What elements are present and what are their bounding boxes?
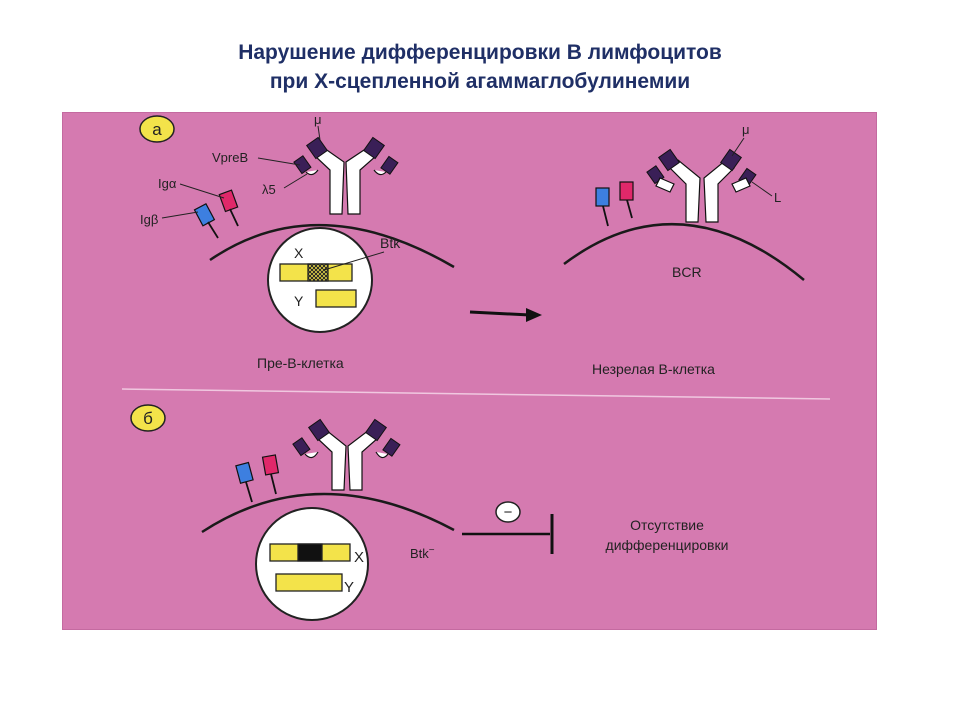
ig-alpha-b — [261, 454, 280, 495]
membrane-btk-deficient-cell — [201, 492, 455, 534]
slide-title: Нарушение дифференцировки В лимфоцитов п… — [0, 38, 960, 96]
caption-pre-b-cell: Пре-В-клетка — [257, 355, 344, 371]
label-btk-a: Btk — [380, 235, 401, 251]
minus-sign: − — [504, 504, 513, 521]
membrane-immature-b-cell — [563, 222, 805, 281]
diagram-background — [62, 112, 877, 630]
ig-beta-right — [595, 187, 610, 227]
label-ig-beta: Igβ — [140, 212, 158, 227]
inhibition-symbol: − — [462, 501, 554, 554]
label-bcr: BCR — [672, 264, 702, 280]
caption-no-differentiation-line-2: дифференцировки — [606, 537, 729, 553]
caption-immature-b-cell: Незрелая В-клетка — [592, 361, 715, 377]
arrow-maturation — [469, 308, 542, 322]
label-mu-left: μ — [314, 112, 322, 127]
membrane-pre-b-cell — [209, 223, 455, 269]
badge-a: а — [139, 115, 175, 143]
badge-a-label: а — [152, 120, 162, 139]
ig-beta-left — [193, 202, 219, 239]
pre-bcr-receptor-b — [292, 418, 401, 491]
panel-divider — [121, 388, 831, 400]
title-line-1: Нарушение дифференцировки В лимфоцитов — [238, 41, 722, 64]
pre-bcr-receptor — [293, 136, 399, 215]
caption-no-differentiation-line-1: Отсутствие — [630, 517, 704, 533]
label-btk-deficient: Btk− — [410, 545, 435, 561]
label-x-chromosome-a: X — [294, 245, 304, 261]
label-l: L — [774, 190, 781, 205]
ig-alpha-left — [218, 189, 239, 227]
title-line-2: при Х-сцепленной агаммаглобулинемии — [269, 70, 691, 93]
ig-beta-b — [235, 461, 254, 503]
label-lambda5: λ5 — [262, 182, 276, 197]
label-y-chromosome-a: Y — [294, 293, 304, 309]
panel-b: б X Y Btk− — [130, 404, 729, 621]
diagram-figure: а μ VpreB λ5 — [62, 112, 877, 630]
label-vpreb: VpreB — [212, 150, 248, 165]
nucleus-pre-b: X Y Btk — [267, 227, 401, 333]
bcr-receptor — [646, 148, 757, 223]
label-y-chromosome-b: Y — [344, 579, 354, 596]
label-ig-alpha: Igα — [158, 176, 177, 191]
badge-b: б — [130, 404, 166, 432]
ig-alpha-right — [619, 181, 634, 219]
label-x-chromosome-b: X — [354, 549, 364, 566]
label-mu-right: μ — [742, 122, 750, 137]
panel-a: а μ VpreB λ5 — [139, 112, 805, 377]
nucleus-btk-deficient: X Y — [255, 507, 369, 621]
badge-b-label: б — [143, 409, 153, 428]
